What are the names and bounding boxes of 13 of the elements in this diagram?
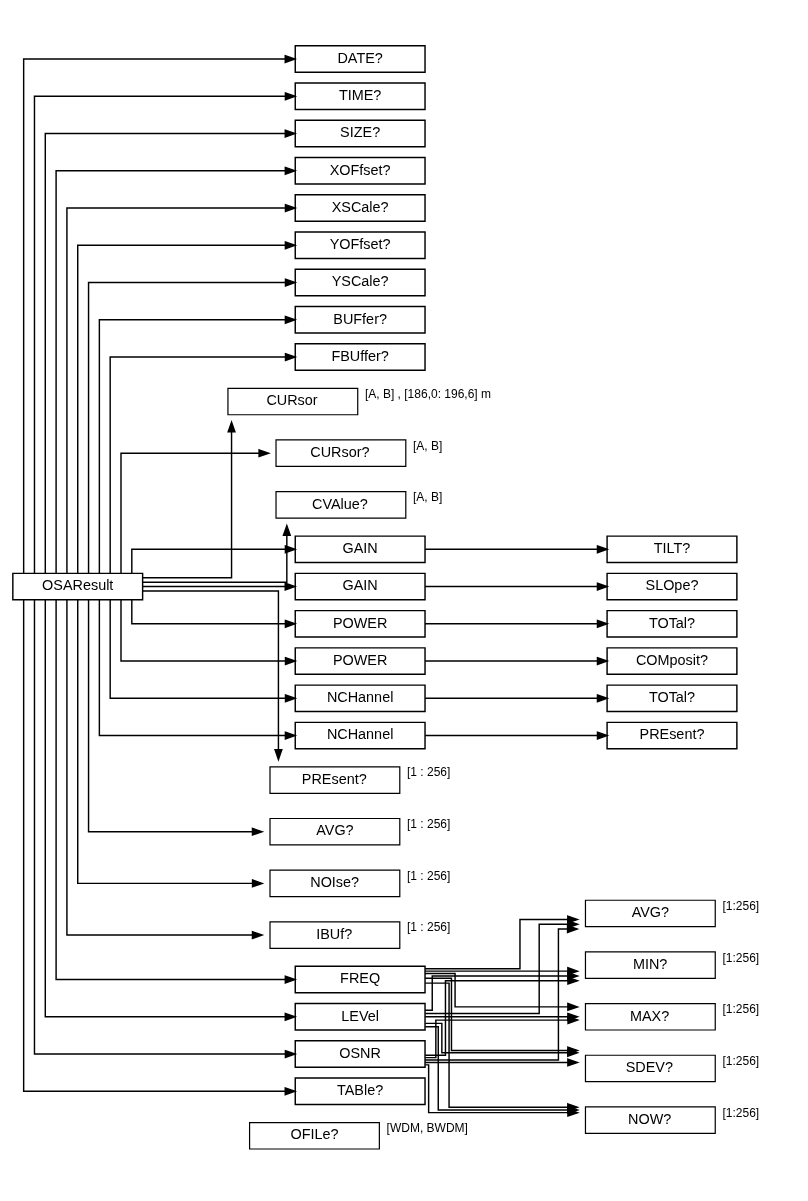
node-label: [1:256]: [722, 1105, 760, 1120]
node-label: [1 : 256]: [407, 816, 451, 831]
node-label: [1 : 256]: [407, 764, 451, 779]
node-label: [1:256]: [722, 1001, 760, 1016]
node-label: [A, B] , [186,0: 196,6] m: [364, 386, 492, 401]
node-label: [1 : 256]: [407, 868, 451, 883]
node-label: [1 : 256]: [407, 919, 451, 934]
node-label: [1:256]: [722, 898, 760, 913]
node-label: [A, B]: [413, 438, 443, 453]
node-label: [A, B]: [413, 489, 443, 504]
node-label: [1:256]: [722, 1053, 760, 1068]
node-label: [1:256]: [722, 950, 760, 965]
node-label: [WDM, BWDM]: [386, 1120, 468, 1135]
